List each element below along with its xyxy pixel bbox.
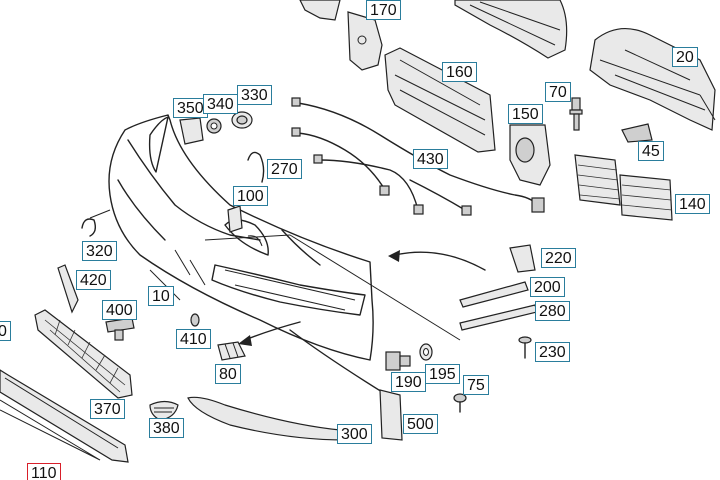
callout-500[interactable]: 500 bbox=[403, 414, 438, 434]
callout-45[interactable]: 45 bbox=[638, 141, 664, 161]
callout-410[interactable]: 410 bbox=[176, 329, 211, 349]
front-bumper-cover bbox=[108, 114, 374, 361]
part-230-screw bbox=[518, 336, 532, 359]
part-45 bbox=[621, 123, 653, 143]
leader-lines bbox=[89, 209, 486, 401]
callout-140[interactable]: 140 bbox=[675, 194, 710, 214]
part-100 bbox=[227, 205, 243, 233]
callout-340[interactable]: 340 bbox=[203, 94, 238, 114]
callout-330[interactable]: 330 bbox=[237, 85, 272, 105]
part-170 bbox=[347, 11, 383, 71]
part-400 bbox=[105, 317, 135, 341]
part-270 bbox=[247, 151, 265, 183]
part-410 bbox=[190, 313, 200, 327]
callout-150[interactable]: 150 bbox=[508, 104, 543, 124]
callout-420[interactable]: 420 bbox=[76, 270, 111, 290]
callout-195[interactable]: 195 bbox=[425, 364, 460, 384]
callout-70[interactable]: 70 bbox=[545, 82, 571, 102]
callout-350[interactable]: 350 bbox=[173, 98, 208, 118]
callout-0-partial[interactable]: 0 bbox=[0, 321, 11, 341]
part-80 bbox=[217, 341, 246, 361]
callout-280[interactable]: 280 bbox=[535, 301, 570, 321]
part-140-grilles bbox=[574, 154, 673, 221]
callout-190[interactable]: 190 bbox=[391, 372, 426, 392]
part-220 bbox=[509, 244, 536, 273]
part-430-wiring-harness bbox=[291, 97, 545, 216]
callout-80[interactable]: 80 bbox=[215, 364, 241, 384]
part-300-spoiler bbox=[187, 396, 346, 441]
parking-sensors bbox=[179, 111, 253, 145]
callout-110[interactable]: 110 bbox=[27, 463, 61, 480]
bracket-20 bbox=[589, 28, 716, 131]
part-420 bbox=[57, 264, 79, 314]
callout-220[interactable]: 220 bbox=[541, 248, 576, 268]
part-75 bbox=[453, 393, 467, 413]
callout-200[interactable]: 200 bbox=[530, 277, 565, 297]
callout-270[interactable]: 270 bbox=[267, 159, 302, 179]
part-150 bbox=[509, 124, 551, 186]
part-70-bolt bbox=[569, 97, 583, 131]
part-110-plate-holder bbox=[0, 369, 129, 463]
callout-20[interactable]: 20 bbox=[672, 47, 698, 67]
callout-300[interactable]: 300 bbox=[337, 424, 372, 444]
callout-320[interactable]: 320 bbox=[82, 241, 117, 261]
part-370-lower-grille bbox=[34, 309, 133, 399]
part-500 bbox=[379, 389, 403, 441]
part-10-region bbox=[149, 269, 181, 301]
callout-100[interactable]: 100 bbox=[233, 186, 268, 206]
callout-75[interactable]: 75 bbox=[463, 375, 489, 395]
callout-380[interactable]: 380 bbox=[149, 418, 184, 438]
callout-400[interactable]: 400 bbox=[102, 300, 137, 320]
trim-strips bbox=[459, 281, 538, 331]
part-160-absorber bbox=[384, 47, 496, 153]
part-320 bbox=[81, 218, 97, 237]
callout-430[interactable]: 430 bbox=[413, 149, 448, 169]
part-380 bbox=[149, 400, 179, 421]
callout-10[interactable]: 10 bbox=[148, 286, 174, 306]
upper-crossmember bbox=[299, 0, 568, 59]
bolts-190-195 bbox=[385, 343, 433, 371]
callout-170[interactable]: 170 bbox=[366, 0, 401, 20]
callout-160[interactable]: 160 bbox=[442, 62, 477, 82]
callout-230[interactable]: 230 bbox=[535, 342, 570, 362]
callout-370[interactable]: 370 bbox=[90, 399, 125, 419]
